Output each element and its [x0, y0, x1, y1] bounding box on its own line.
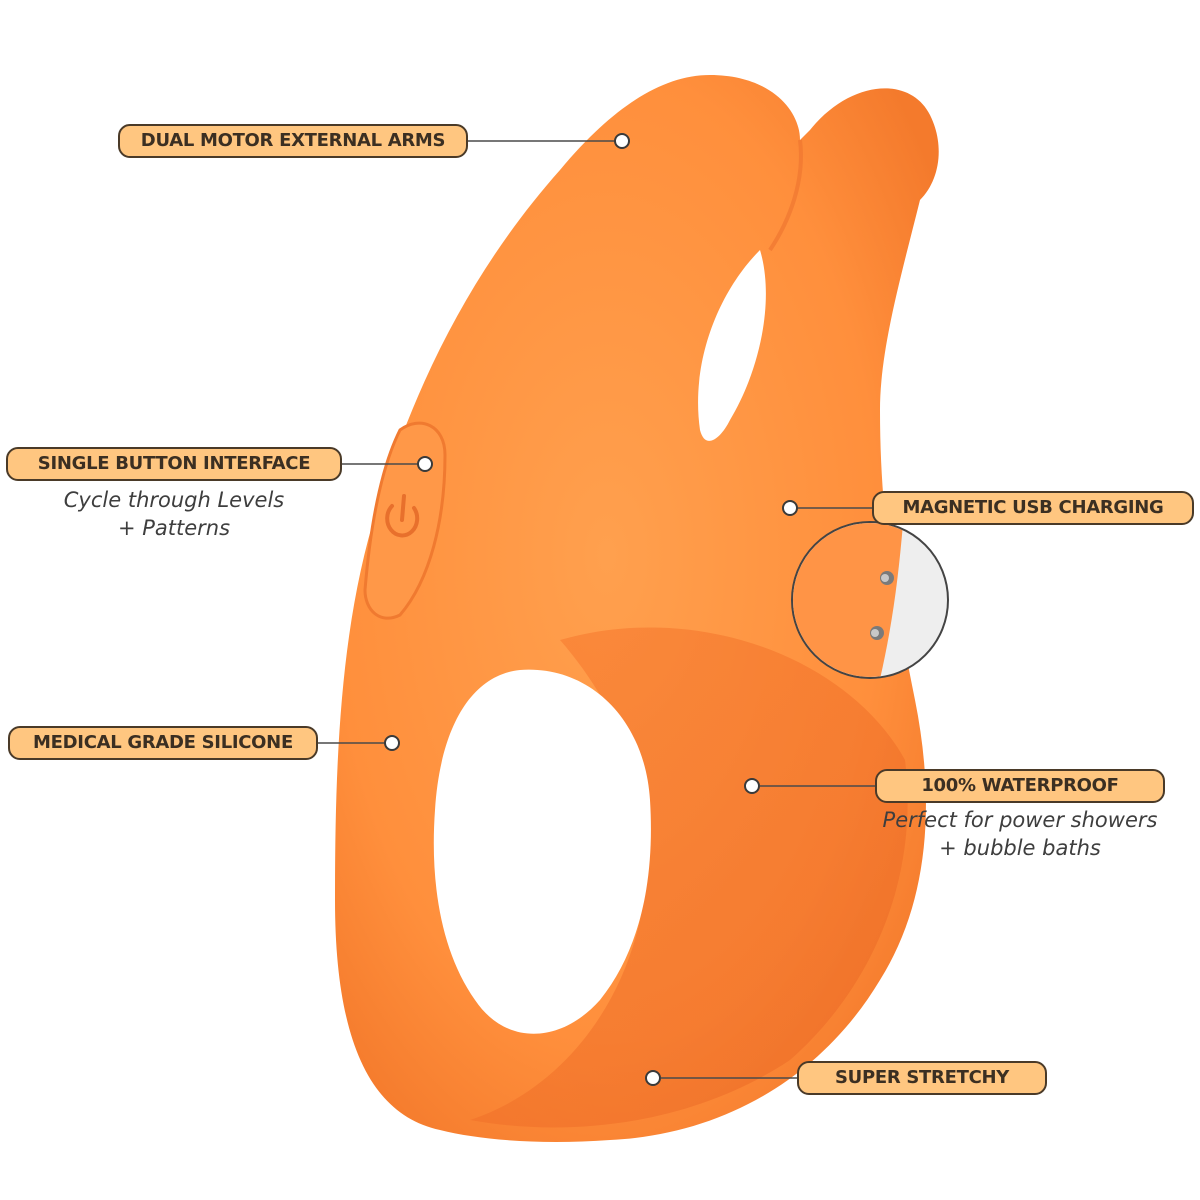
waterproof-sub-line1: Perfect for power showers — [882, 808, 1158, 832]
label-single-button: SINGLE BUTTON INTERFACE — [6, 447, 342, 481]
single-button-subtext: Cycle through Levels + Patterns — [6, 486, 342, 542]
magnetic-charging-pins-icon — [870, 571, 894, 640]
arm-crease — [768, 139, 803, 252]
single-button-sub-line1: Cycle through Levels — [63, 488, 285, 512]
waterproof-subtext: Perfect for power showers + bubble baths — [858, 806, 1182, 862]
label-magnetic-usb: MAGNETIC USB CHARGING — [872, 491, 1194, 525]
product-shadow — [470, 627, 908, 1128]
leader-lines — [318, 140, 875, 1079]
waterproof-sub-line2: + bubble baths — [939, 836, 1101, 860]
arm-gap — [698, 250, 766, 441]
label-stretchy: SUPER STRETCHY — [797, 1061, 1047, 1095]
ring-hole — [433, 669, 651, 1034]
single-button-sub-line2: + Patterns — [117, 516, 231, 540]
label-medical-silicone: MEDICAL GRADE SILICONE — [8, 726, 318, 760]
power-icon — [385, 494, 420, 538]
label-waterproof: 100% WATERPROOF — [875, 769, 1165, 803]
leader-dots — [384, 133, 798, 1086]
label-dual-motor: DUAL MOTOR EXTERNAL ARMS — [118, 124, 468, 158]
